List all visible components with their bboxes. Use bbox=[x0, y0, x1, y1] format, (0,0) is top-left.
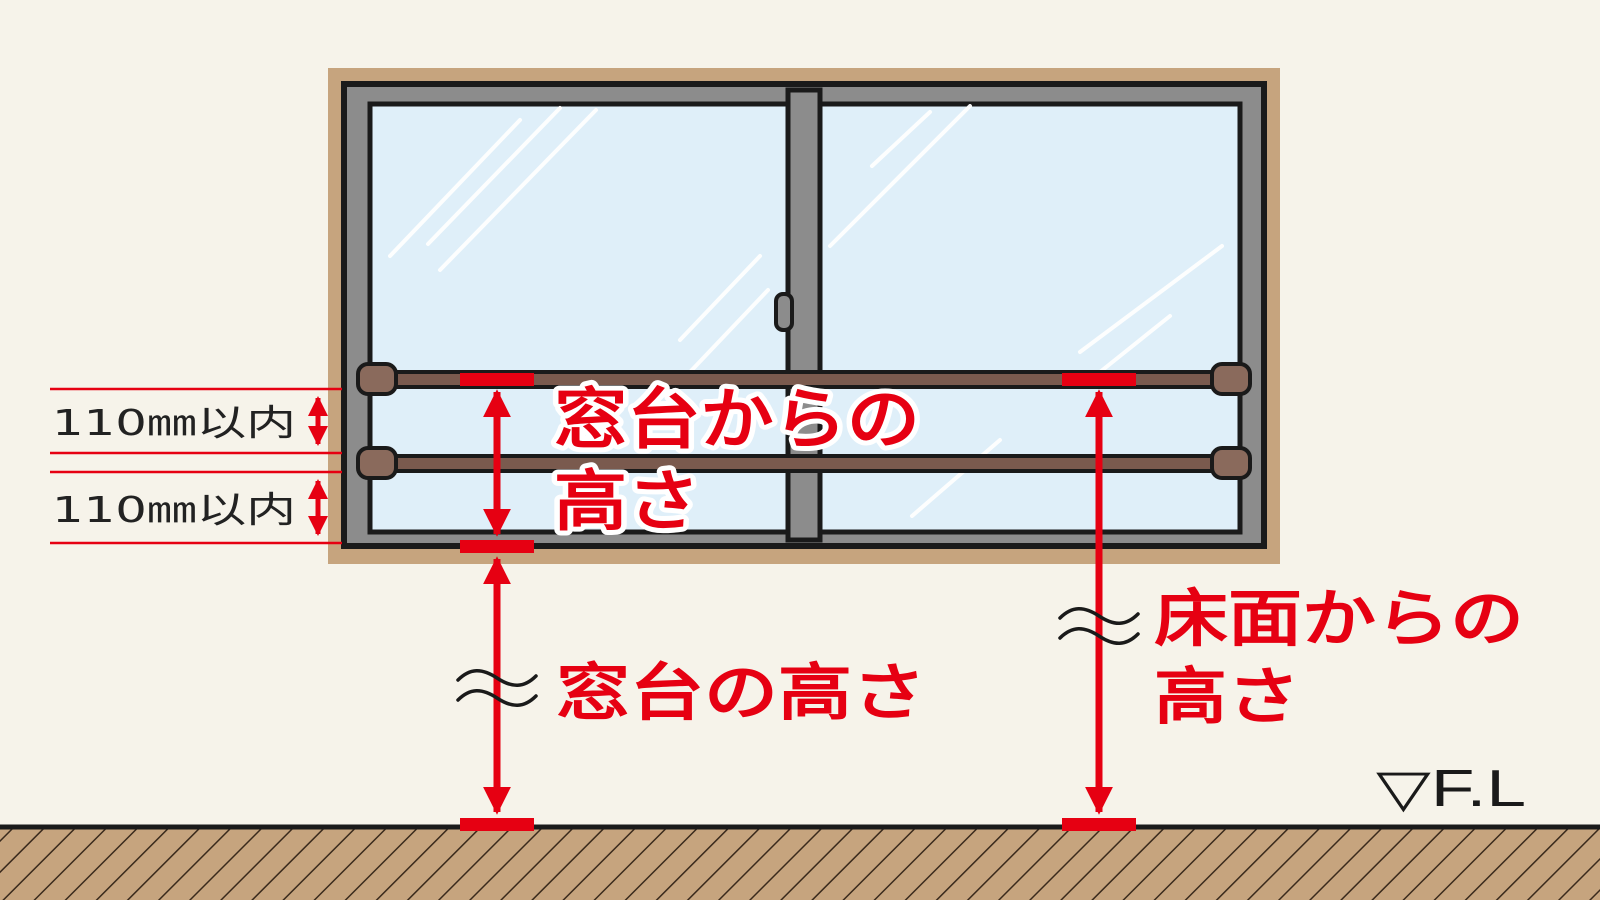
sill-to-bar-label-line2: 高さ bbox=[554, 463, 700, 540]
tick-bar-right bbox=[1062, 373, 1136, 386]
break-symbol-left bbox=[456, 669, 538, 687]
tick-floor-left bbox=[460, 818, 534, 831]
tick-floor-right bbox=[1062, 818, 1136, 831]
break-symbols bbox=[456, 607, 1140, 707]
floor bbox=[0, 824, 1600, 900]
lower-window-bar bbox=[356, 446, 1252, 480]
sill-to-bar-label-line1: 窓台からの bbox=[554, 381, 920, 458]
window-lock bbox=[774, 292, 794, 332]
upper-spacing-label: 110㎜以内 bbox=[52, 403, 296, 444]
window-frame bbox=[341, 81, 1267, 549]
break-symbol-right bbox=[1058, 607, 1140, 625]
sill-height-label: 窓台の高さ bbox=[556, 656, 926, 729]
floor-level-label: ▽F.L bbox=[1376, 760, 1526, 818]
tick-sill bbox=[460, 540, 534, 553]
floor-to-bar-label-line1: 床面からの bbox=[1154, 582, 1524, 655]
tick-bar-left bbox=[460, 373, 534, 386]
glass-reflections bbox=[388, 104, 1224, 518]
lower-spacing-label: 110㎜以内 bbox=[52, 490, 296, 531]
measurement-ticks bbox=[460, 373, 1136, 831]
spacing-dimension-lines bbox=[50, 387, 342, 545]
measurement-arrows bbox=[483, 389, 1113, 815]
floor-to-bar-label-line2: 高さ bbox=[1154, 660, 1300, 733]
upper-window-bar bbox=[356, 362, 1252, 396]
